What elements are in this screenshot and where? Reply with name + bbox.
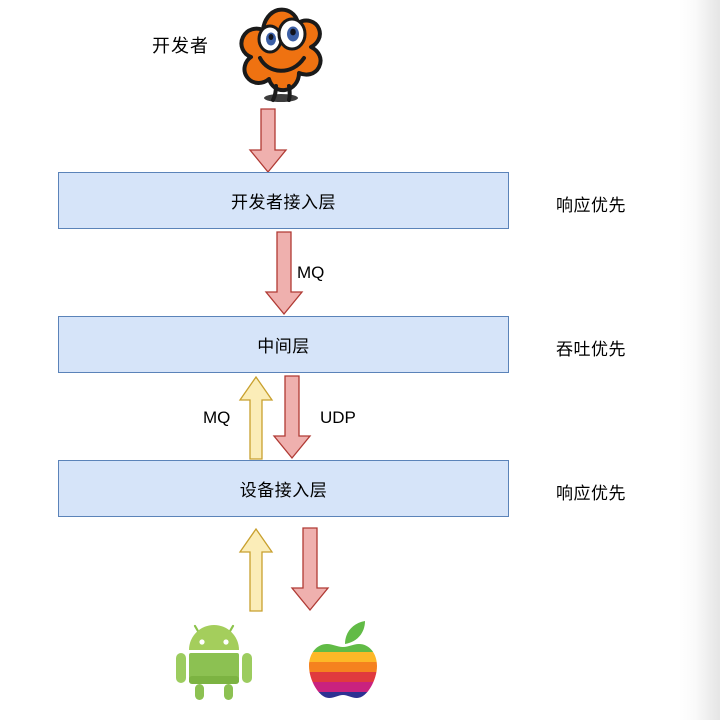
layer-box-label: 开发者接入层	[231, 193, 336, 212]
layer-box-developer-access[interactable]: 开发者接入层	[58, 172, 509, 229]
arrow-clients-to-device-layer	[238, 527, 274, 612]
side-note-middle: 吞吐优先	[556, 340, 626, 359]
actor-label-developer: 开发者	[152, 36, 209, 56]
edge-label-mq-developer-to-middle: MQ	[297, 263, 325, 282]
edge-label-udp-middle-to-device: UDP	[320, 408, 356, 427]
apple-logo-icon	[309, 621, 377, 698]
edge-label-mq-device-to-middle: MQ	[203, 408, 231, 427]
page-edge-shadow	[678, 0, 720, 720]
arrow-middle-layer-to-device-layer	[272, 375, 312, 460]
layer-box-middle[interactable]: 中间层	[58, 316, 509, 373]
arrow-device-layer-to-clients	[290, 527, 330, 612]
side-note-developer-access: 响应优先	[556, 196, 626, 215]
arrow-device-layer-to-middle-layer	[238, 375, 274, 460]
arrow-actor-to-developer-layer	[248, 108, 288, 174]
developer-mascot-icon	[239, 7, 323, 102]
layer-box-device-access[interactable]: 设备接入层	[58, 460, 509, 517]
layer-box-label: 设备接入层	[239, 481, 328, 500]
layer-box-label: 中间层	[257, 337, 310, 356]
side-note-device-access: 响应优先	[556, 484, 626, 503]
arrow-developer-layer-to-middle-layer	[264, 231, 304, 316]
android-logo-icon	[176, 624, 252, 700]
